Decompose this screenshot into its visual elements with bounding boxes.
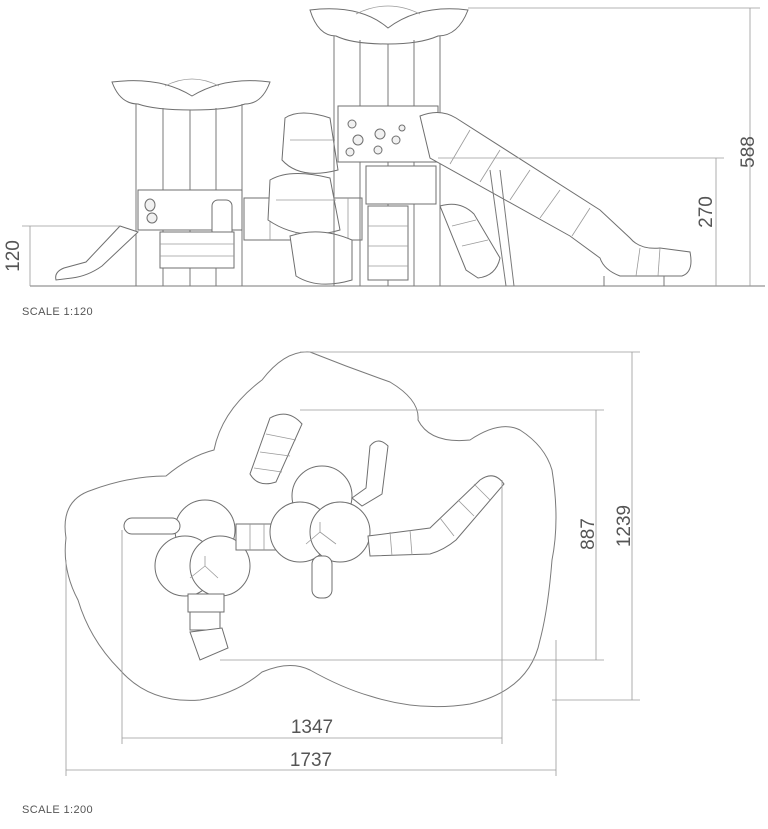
main-tower bbox=[309, 5, 469, 286]
dim-outer-depth: 1239 bbox=[614, 505, 635, 547]
plan-right-tower bbox=[269, 465, 371, 599]
dim-inner-width: 1347 bbox=[291, 717, 333, 738]
elevation-dimensions: 588 270 120 bbox=[3, 7, 760, 286]
spiral-slide bbox=[267, 112, 353, 285]
elevation-view: 588 270 120 bbox=[3, 5, 765, 287]
plan-tube-upper-left bbox=[249, 413, 303, 485]
left-tower bbox=[55, 78, 271, 286]
plan-dimensions: 1239 887 1347 1737 bbox=[65, 351, 640, 776]
plan-view: 1239 887 1347 1737 bbox=[64, 351, 640, 776]
plan-left-tower bbox=[123, 499, 251, 661]
elevation-scale-label: SCALE 1:120 bbox=[22, 306, 94, 318]
dim-outer-width: 1737 bbox=[290, 750, 332, 771]
dim-platform-height: 270 bbox=[696, 196, 717, 228]
plan-tube-up bbox=[351, 440, 389, 507]
short-tube-slide bbox=[439, 169, 515, 287]
long-tube-slide bbox=[419, 112, 692, 286]
safety-zone-outline bbox=[64, 351, 557, 708]
plan-scale-label: SCALE 1:200 bbox=[22, 804, 94, 816]
dim-overall-height: 588 bbox=[738, 136, 759, 168]
plan-long-slide bbox=[367, 475, 505, 557]
dim-inner-depth: 887 bbox=[578, 518, 599, 550]
dim-side-height: 120 bbox=[3, 240, 24, 272]
